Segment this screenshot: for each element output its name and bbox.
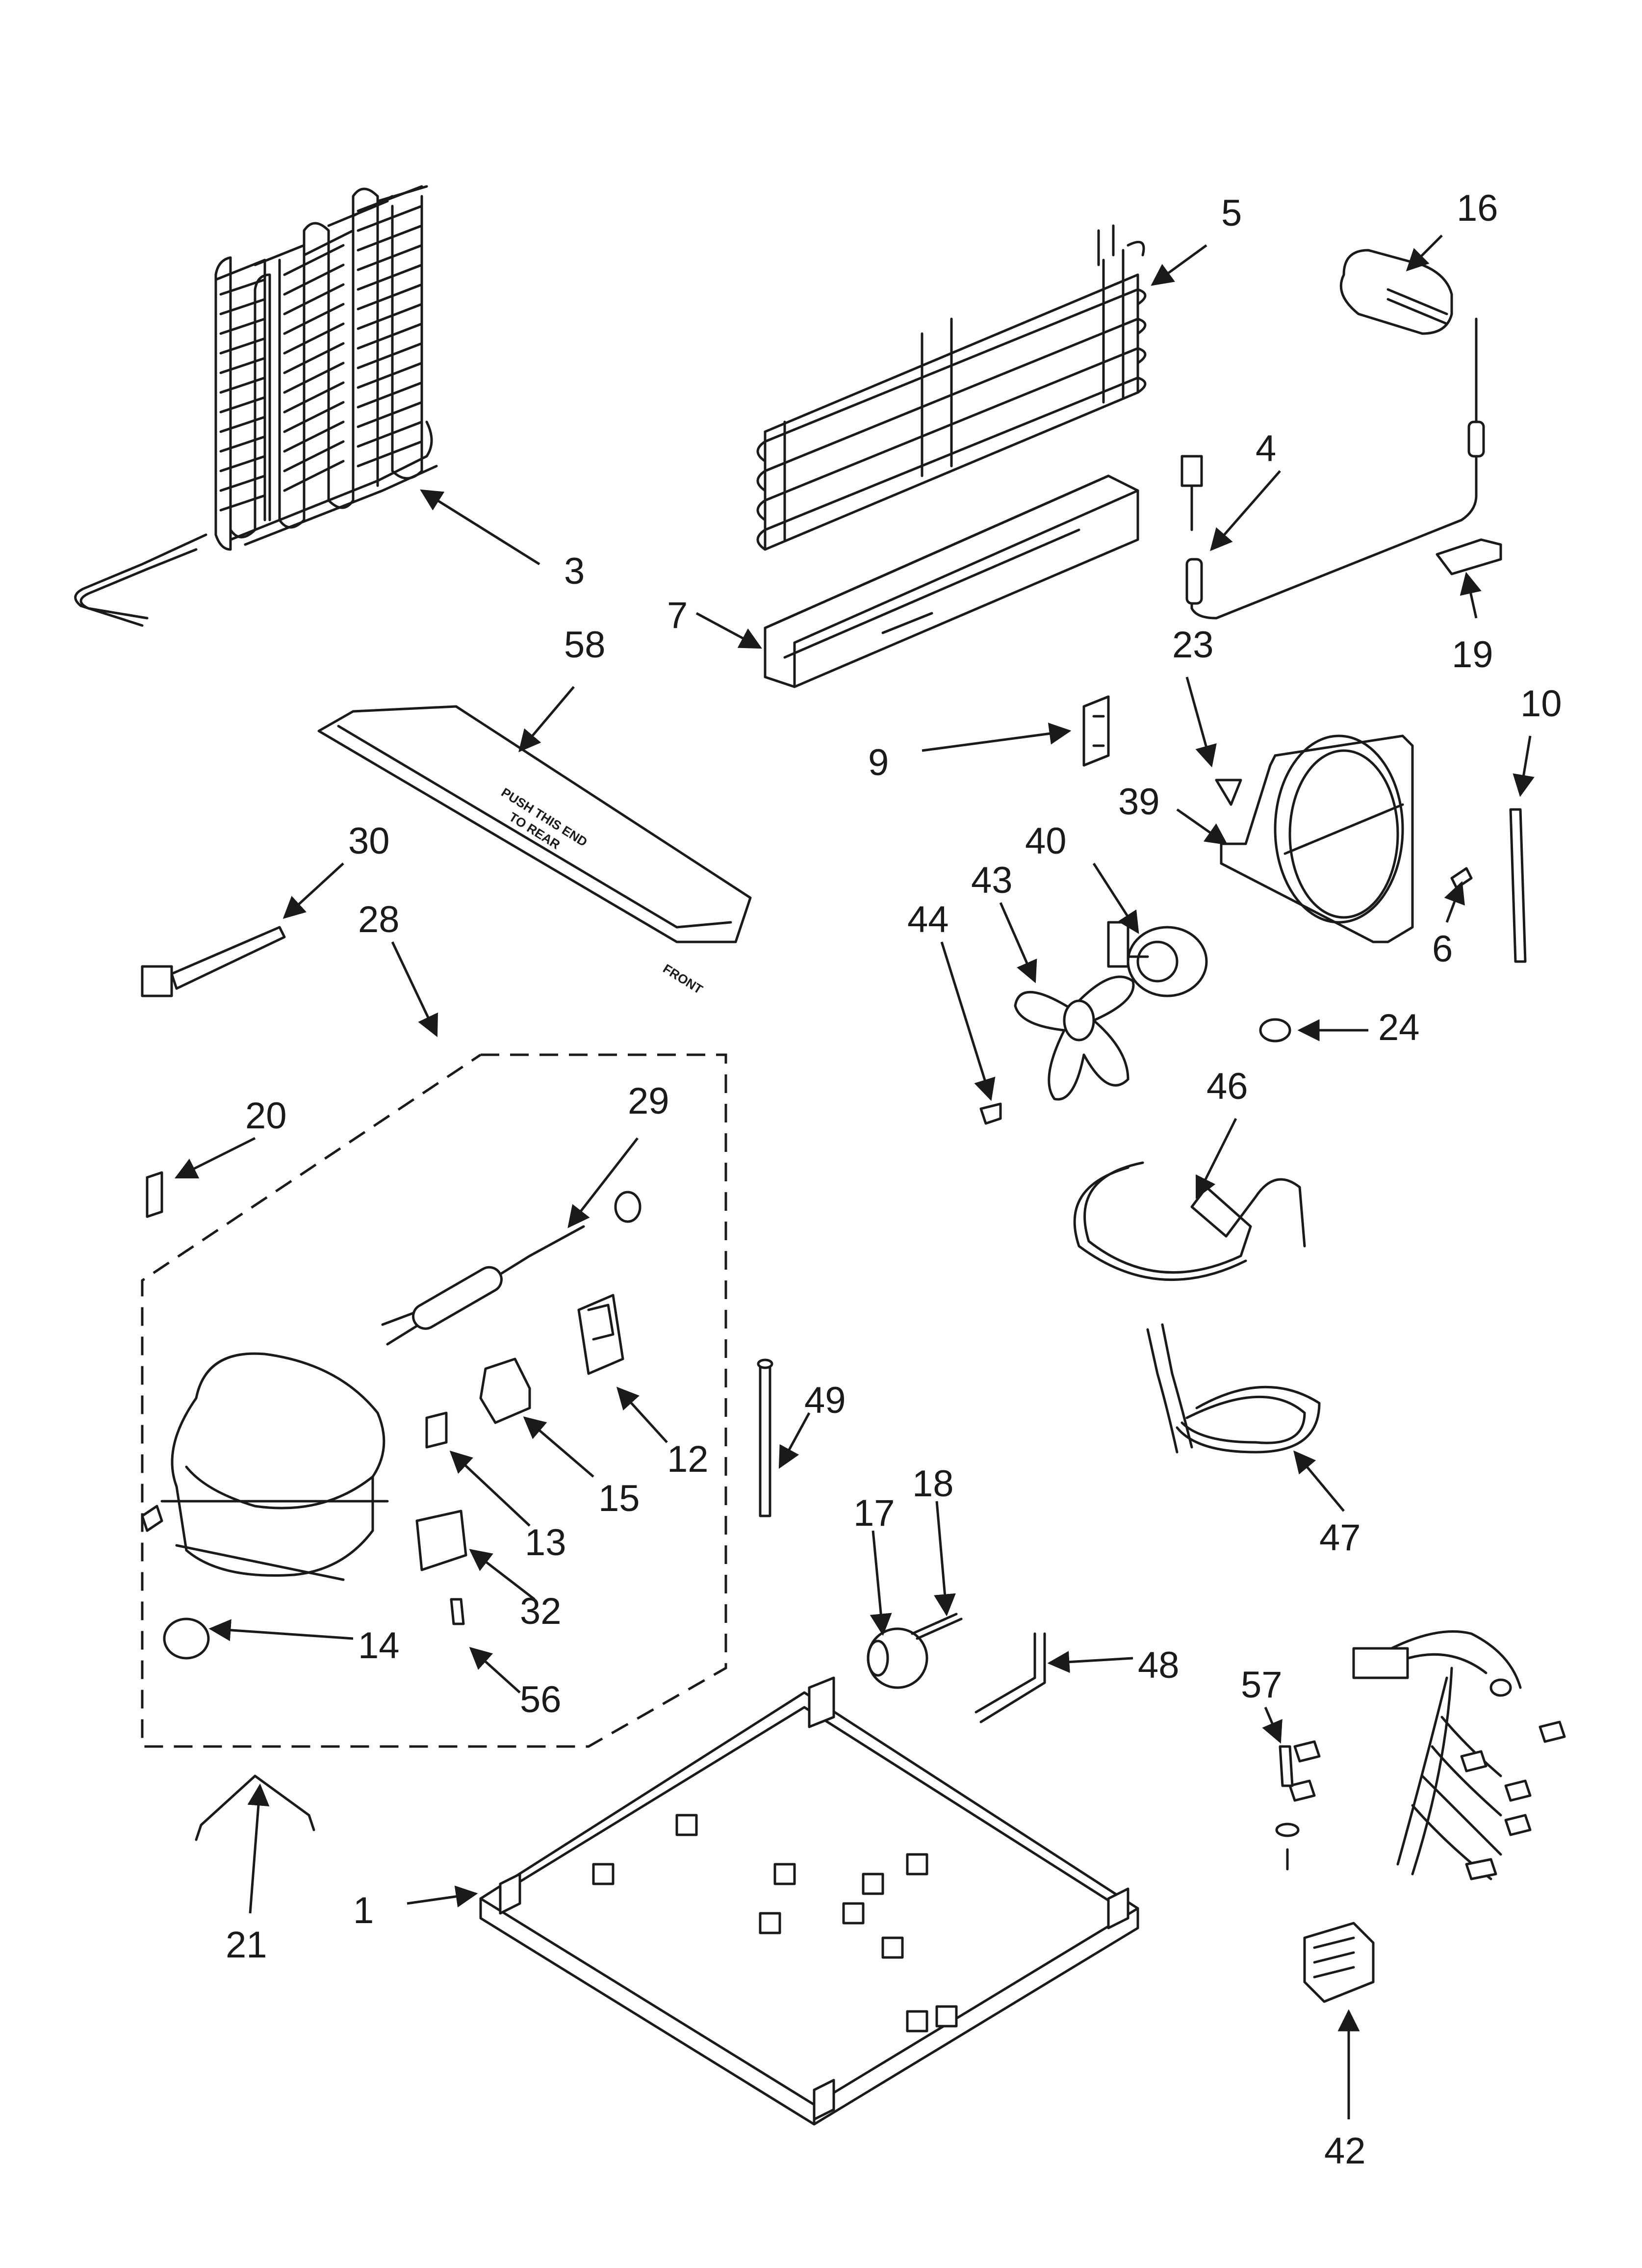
- callout-47: 47: [1319, 1517, 1361, 1559]
- callout-30: 30: [348, 820, 390, 862]
- callout-44: 44: [907, 899, 949, 940]
- callout-20: 20: [245, 1095, 287, 1137]
- leader-20: [174, 1137, 256, 1179]
- callout-10: 10: [1520, 683, 1562, 725]
- leader-32: [469, 1549, 536, 1600]
- leader-10: [1513, 735, 1535, 797]
- wiring-harness-part: [1275, 1630, 1566, 2003]
- callout-32: 32: [520, 1590, 562, 1632]
- relay-parts: [415, 1294, 624, 1625]
- callout-14: 14: [358, 1625, 400, 1667]
- base-frame-part: [479, 1676, 1139, 2126]
- leader-18: [934, 1501, 956, 1616]
- callout-58: 58: [564, 624, 606, 666]
- strip-part: [1509, 808, 1527, 963]
- compressor-kit-group: [141, 1053, 727, 1748]
- leader-17: [870, 1530, 892, 1636]
- leader-14: [208, 1619, 354, 1642]
- leader-23: [1185, 677, 1217, 768]
- leader-7: [695, 612, 762, 649]
- callout-43: 43: [971, 860, 1013, 901]
- leader-44: [940, 941, 996, 1101]
- leader-13: [449, 1450, 531, 1527]
- leader-43: [999, 902, 1037, 984]
- leader-30: [282, 862, 344, 919]
- leader-4: [1210, 470, 1281, 551]
- leader-47: [1293, 1450, 1345, 1512]
- clip-part: [1436, 538, 1502, 575]
- leader-29: [567, 1137, 639, 1228]
- roller-part: [867, 1613, 963, 1689]
- callout-42: 42: [1324, 2130, 1366, 2172]
- callout-39: 39: [1118, 781, 1160, 823]
- callout-21: 21: [226, 1924, 267, 1966]
- leader-12: [616, 1386, 668, 1443]
- tube-47-part: [1146, 1323, 1321, 1454]
- callout-29: 29: [628, 1080, 669, 1122]
- callout-5: 5: [1221, 192, 1242, 234]
- fan-shroud-part: [1215, 734, 1473, 943]
- callout-16: 16: [1457, 187, 1498, 229]
- drier-part: [381, 1191, 641, 1346]
- leader-19: [1460, 572, 1482, 619]
- callout-1: 1: [353, 1890, 374, 1931]
- leader-9: [922, 723, 1072, 752]
- callout-labels: 3 5 4 16 19 7 58 9 23 39 10 6 40 43 44 2…: [226, 187, 1562, 2172]
- leader-5: [1151, 244, 1207, 286]
- callout-19: 19: [1452, 634, 1493, 676]
- bracket-part: [1082, 695, 1110, 767]
- callout-46: 46: [1206, 1066, 1248, 1107]
- callout-12: 12: [667, 1438, 709, 1480]
- callout-48: 48: [1138, 1644, 1180, 1686]
- leader-6: [1444, 881, 1465, 923]
- front-text: FRONT: [661, 961, 706, 997]
- callout-13: 13: [525, 1522, 566, 1564]
- thermistor-wire-part: [1180, 317, 1485, 620]
- wire-clip-part: [195, 1774, 315, 1841]
- compressor-part: [141, 1171, 389, 1660]
- leader-49: [778, 1412, 811, 1469]
- cap-part: [1339, 249, 1453, 335]
- callout-49: 49: [804, 1380, 846, 1421]
- leader-46: [1195, 1118, 1237, 1199]
- leader-lines: [174, 235, 1535, 2119]
- leader-56: [469, 1646, 521, 1694]
- leader-3: [420, 489, 540, 566]
- fan-motor-part: [1107, 921, 1208, 997]
- pin-49-part: [757, 1358, 773, 1517]
- callout-24: 24: [1378, 1007, 1420, 1048]
- leader-40: [1092, 862, 1139, 934]
- callout-23: 23: [1172, 624, 1214, 666]
- leader-15: [523, 1416, 594, 1478]
- leader-21: [247, 1783, 270, 1914]
- leader-16: [1406, 235, 1443, 272]
- leader-28: [391, 941, 438, 1038]
- grommet-part: [1259, 1018, 1291, 1043]
- callout-6: 6: [1432, 928, 1453, 970]
- callout-15: 15: [598, 1478, 640, 1519]
- callout-17: 17: [853, 1492, 895, 1534]
- leader-48: [1047, 1651, 1133, 1673]
- callout-3: 3: [564, 550, 585, 592]
- tube-46-part: [1073, 1161, 1306, 1281]
- condenser-coil-part: [74, 185, 438, 627]
- evaporator-tray-part: [764, 474, 1139, 688]
- leader-57: [1262, 1707, 1283, 1744]
- callout-56: 56: [520, 1679, 562, 1721]
- leader-1: [407, 1885, 478, 1908]
- callout-4: 4: [1256, 428, 1276, 469]
- callout-57: 57: [1241, 1664, 1283, 1706]
- leader-58: [518, 686, 575, 753]
- callout-9: 9: [868, 742, 889, 783]
- callout-40: 40: [1025, 820, 1067, 862]
- callout-7: 7: [667, 595, 688, 636]
- fan-blade-part: [979, 975, 1135, 1125]
- callout-18: 18: [912, 1463, 954, 1505]
- cable-tie-part: [141, 926, 286, 997]
- leader-39: [1176, 808, 1228, 845]
- evaporator-part: [756, 224, 1147, 551]
- callout-28: 28: [358, 899, 400, 940]
- tube-48-part: [975, 1632, 1046, 1723]
